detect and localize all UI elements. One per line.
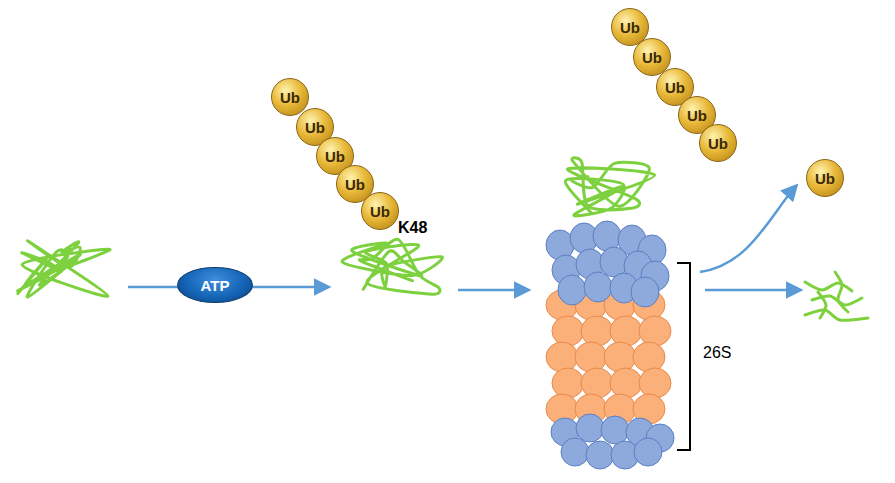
subunit xyxy=(581,316,613,346)
subunit xyxy=(601,416,629,444)
subunit xyxy=(610,368,642,398)
bracket xyxy=(677,263,690,450)
arrow xyxy=(458,289,528,292)
peptide-fragment xyxy=(805,310,868,320)
subunit xyxy=(561,438,589,466)
node-text: Ub xyxy=(708,135,728,152)
node-text: Ub xyxy=(665,79,685,96)
subunit xyxy=(631,277,659,307)
subunit xyxy=(600,247,628,277)
node-text: Ub xyxy=(642,49,662,66)
ubiquitin-circle: Ub xyxy=(271,78,309,116)
subunit xyxy=(576,414,604,442)
node-text: Ub xyxy=(815,170,835,187)
subunit xyxy=(575,342,607,372)
arrow xyxy=(705,289,800,292)
subunit xyxy=(633,342,665,372)
ubiquitin-circle: Ub xyxy=(699,124,737,162)
subunit xyxy=(581,368,613,398)
lysine-label: K48 xyxy=(398,219,427,237)
peptide-fragment xyxy=(835,272,848,312)
arrow xyxy=(700,186,796,272)
node-text: Ub xyxy=(325,148,345,165)
subunit xyxy=(610,316,642,346)
node-text: Ub xyxy=(370,203,390,220)
protein-scribbles xyxy=(18,158,868,321)
subunit xyxy=(546,342,578,372)
node-text: ATP xyxy=(201,277,230,294)
subunit xyxy=(584,272,612,302)
ubiquitin-circle: Ub xyxy=(806,159,844,197)
protein-strand xyxy=(18,241,110,297)
complex-label: 26S xyxy=(703,344,731,362)
protein-strand xyxy=(342,239,442,294)
node-text: Ub xyxy=(345,176,365,193)
protein-strand xyxy=(565,158,654,216)
subunit xyxy=(558,275,586,305)
node-text: Ub xyxy=(305,119,325,136)
subunit xyxy=(552,368,584,398)
node-text: Ub xyxy=(620,19,640,36)
subunit xyxy=(639,316,671,346)
subunit xyxy=(593,221,621,251)
node-text: Ub xyxy=(280,89,300,106)
ubiquitin-circle: Ub xyxy=(361,192,399,230)
proteasome-26s xyxy=(546,221,674,469)
peptide-fragment xyxy=(818,292,826,318)
node-text: Ub xyxy=(687,107,707,124)
subunit xyxy=(639,368,671,398)
peptide-fragment xyxy=(805,282,852,291)
subunit xyxy=(634,438,662,466)
subunit xyxy=(604,342,636,372)
atp-ellipse: ATP xyxy=(177,267,253,303)
subunit xyxy=(586,441,614,469)
subunit xyxy=(552,316,584,346)
